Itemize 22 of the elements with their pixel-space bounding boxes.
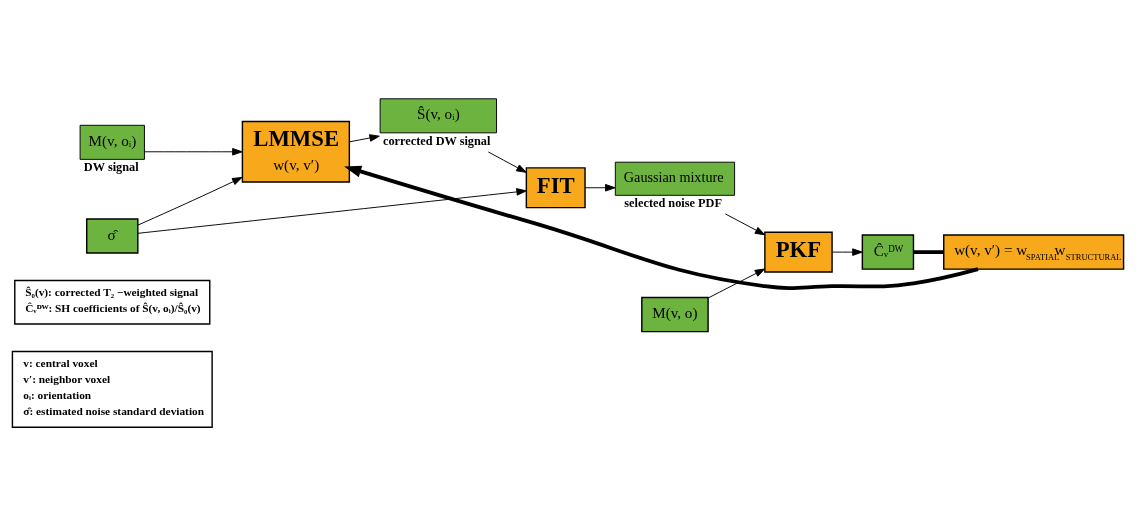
arrow	[487, 151, 527, 173]
arrow	[831, 248, 863, 256]
node-box: v: central voxel v′: neighbor voxel oᵢ: orientation σ̂: estimated noise standard deviation	[11, 350, 213, 428]
arrow	[724, 213, 766, 236]
arrow	[137, 176, 243, 226]
node-box: w(v, v′) = w$_{SPATIAL}$w$_{STRUCTURAL}$	[943, 234, 1125, 270]
node-box: Ĉᵥᴰᵂ	[861, 234, 915, 270]
node-label: corrected DW signal	[382, 133, 491, 148]
node-label: selected noise PDF	[624, 196, 722, 211]
arrow	[144, 148, 243, 156]
node-box: PKF	[764, 231, 833, 273]
arrow	[348, 134, 380, 143]
node-box: Ŝ₀(v): corrected T₂ −weighted signal Ĉᵥᴰᵂ: SH coefficients of Ŝ(v, oᵢ)/Ŝ₀(v)	[14, 279, 211, 325]
node-label: DW signal	[83, 160, 139, 175]
arrow	[137, 188, 527, 234]
arrow	[584, 183, 616, 192]
node-box: FIT	[525, 167, 586, 209]
node-box: LMMSE w(v, v′)	[241, 120, 351, 183]
node-box: M(v, o)	[641, 296, 709, 333]
node-box: σ̂	[86, 218, 139, 254]
arrow	[707, 268, 766, 299]
connector	[913, 250, 944, 254]
